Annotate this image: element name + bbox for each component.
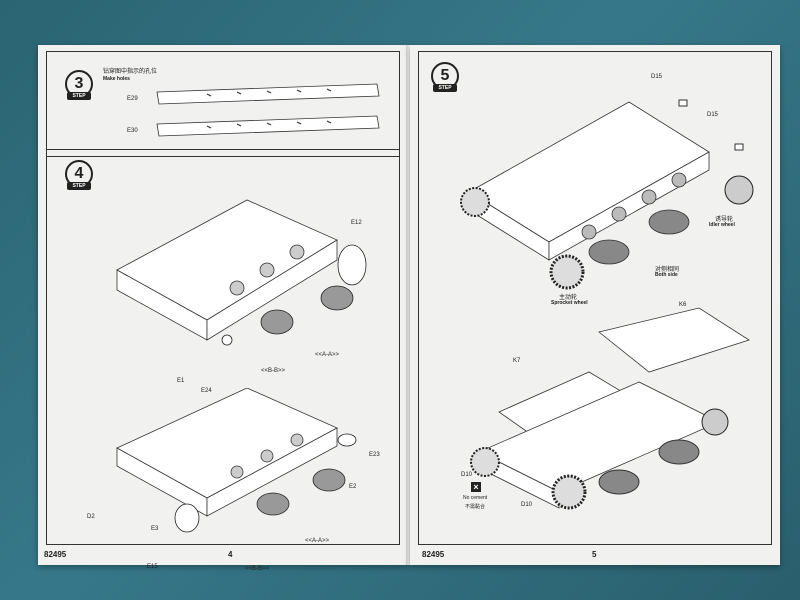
step3-panel: 3 STEP 钻穿图中指示的孔位 Make holes E29 E30	[46, 51, 400, 157]
step5-label-k6: K6	[679, 302, 687, 308]
step4-badge: 4 STEP	[65, 160, 93, 190]
step4-number: 4	[74, 165, 84, 182]
step3-part-e30: E30	[127, 128, 138, 134]
idler-wheel-en: Idler wheel	[709, 222, 735, 228]
right-page-number: 5	[592, 550, 597, 559]
step5-badge: 5 STEP	[431, 62, 459, 92]
step5-label-d10-b: D10	[521, 502, 533, 508]
step5-upper-hull-drawing	[460, 99, 754, 290]
no-cement-en: No cement	[463, 495, 488, 501]
step5-badge-label: STEP	[433, 84, 457, 92]
right-footer-code: 82495	[422, 550, 445, 559]
upper-label-e12: E12	[351, 220, 362, 226]
left-footer-code: 82495	[44, 550, 67, 559]
step4-lower-hull-drawing	[116, 388, 357, 533]
step5-label-d10-a: D10	[461, 472, 473, 478]
lower-label-bb: <<B-B>>	[245, 566, 270, 572]
idler-wheel-cn: 诱导轮	[715, 217, 734, 223]
step3-number: 3	[74, 75, 84, 92]
no-cement-icon: ×	[471, 482, 481, 492]
step3-instruction-en: Make holes	[103, 76, 130, 82]
lower-label-e2: E2	[349, 484, 357, 490]
lower-label-e3: E3	[151, 526, 159, 532]
lower-label-e15: E15	[147, 564, 158, 570]
lower-label-e23: E23	[369, 452, 380, 458]
upper-label-aa: <<A-A>>	[315, 352, 340, 358]
sprocket-wheel-en: Sprocket wheel	[551, 300, 588, 306]
step5-lower-hull-drawing	[470, 307, 750, 510]
step3-part-e29: E29	[127, 96, 138, 102]
step4-badge-label: STEP	[67, 182, 91, 190]
step3-badge-label: STEP	[67, 92, 91, 100]
both-side-en: Both side	[655, 272, 678, 278]
step5-label-d15-b: D15	[707, 112, 719, 118]
step3-instruction-cn: 钻穿图中指示的孔位	[103, 69, 158, 75]
instruction-page-right: 5 STEP D15 D15 诱导轮 Idler wheel 对侧相同	[410, 45, 780, 565]
no-cement-cn: 不需黏合	[465, 504, 486, 510]
lower-label-d2: D2	[87, 514, 95, 520]
step3-rail-drawing	[156, 83, 380, 137]
upper-label-e24: E24	[201, 388, 212, 394]
step5-panel: 5 STEP D15 D15 诱导轮 Idler wheel 对侧相同	[418, 51, 772, 545]
sprocket-wheel-cn: 主动轮	[559, 295, 578, 301]
book-spine	[406, 45, 412, 565]
upper-label-e1: E1	[177, 378, 185, 384]
step3-badge: 3 STEP	[65, 70, 93, 100]
left-page-number: 4	[228, 550, 233, 559]
step5-label-k7: K7	[513, 358, 521, 364]
step4-panel: 4 STEP E12 E1 E24 <<B-B>> <<A-A>>	[46, 149, 400, 572]
step4-upper-hull-drawing	[116, 199, 367, 346]
step5-label-d15-a: D15	[651, 74, 663, 80]
instruction-page-left: 3 STEP 钻穿图中指示的孔位 Make holes E29 E30 4 ST…	[38, 45, 408, 572]
step5-number: 5	[440, 67, 450, 84]
lower-label-aa: <<A-A>>	[305, 538, 330, 544]
both-side-cn: 对侧相同	[655, 267, 680, 273]
upper-label-bb: <<B-B>>	[261, 368, 286, 374]
